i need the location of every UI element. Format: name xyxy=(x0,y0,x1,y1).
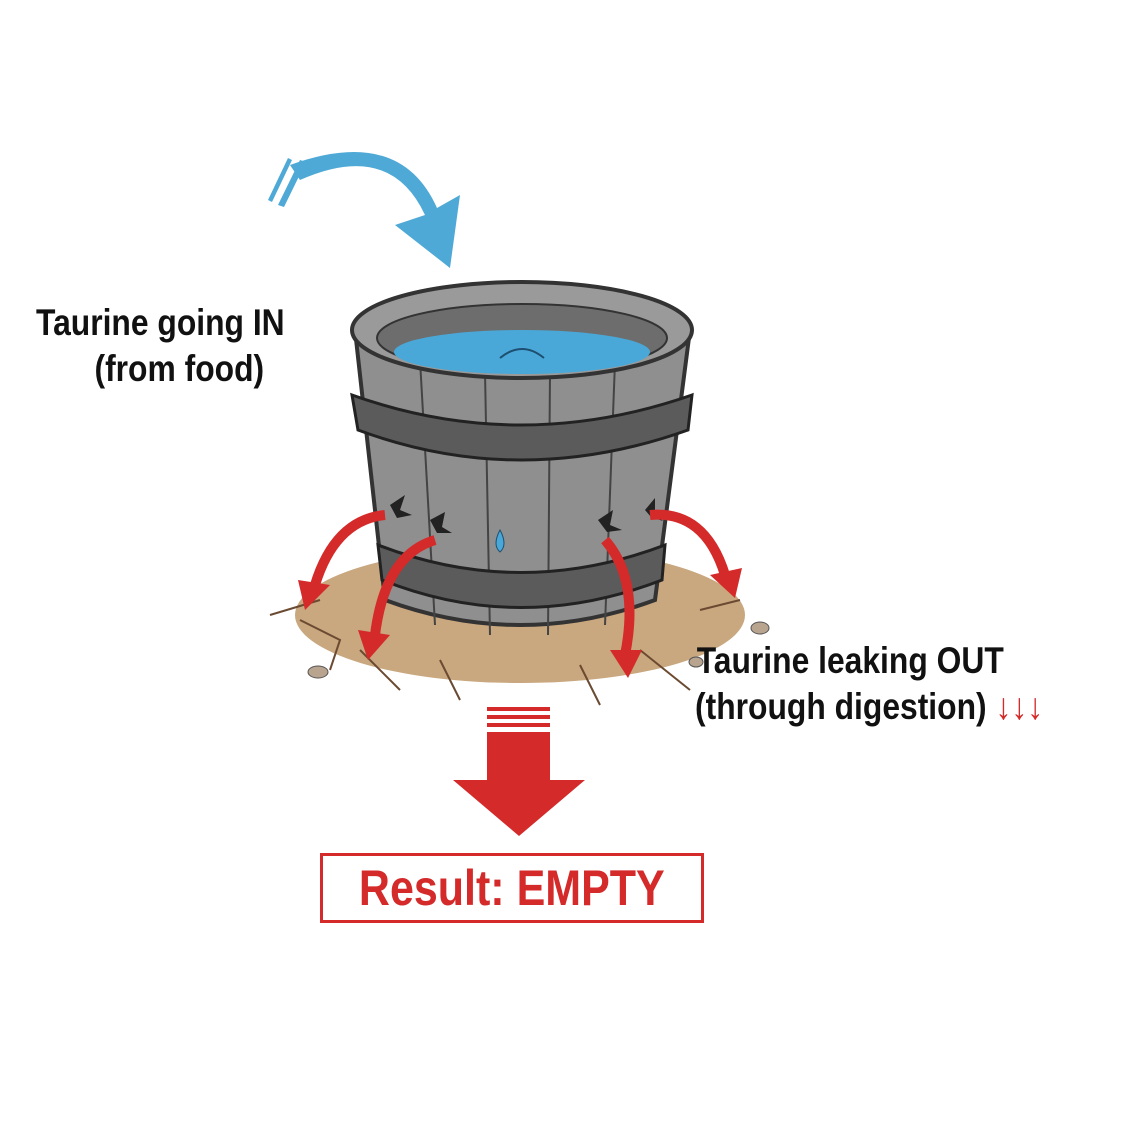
down-arrows-icon: ↓↓↓ xyxy=(995,686,1044,727)
inflow-arrow-icon xyxy=(268,151,460,268)
inflow-label-line2: (from food) xyxy=(94,348,265,389)
result-text: Result: EMPTY xyxy=(359,860,665,916)
crack-icons xyxy=(390,495,663,533)
inflow-label-line1: Taurine going IN xyxy=(36,302,285,343)
inflow-label: Taurine going IN (from food) xyxy=(36,300,285,392)
water-drop-icon xyxy=(495,528,505,553)
outflow-label: Taurine leaking OUT (through digestion) … xyxy=(695,638,1043,730)
leak-arrows-icon xyxy=(310,509,730,656)
outflow-label-line2: (through digestion) xyxy=(695,686,987,727)
bucket xyxy=(350,280,694,636)
result-down-arrow-icon xyxy=(453,707,585,836)
water-surface xyxy=(394,330,650,374)
outflow-label-line1: Taurine leaking OUT xyxy=(696,640,1004,681)
result-box: Result: EMPTY xyxy=(320,853,704,923)
